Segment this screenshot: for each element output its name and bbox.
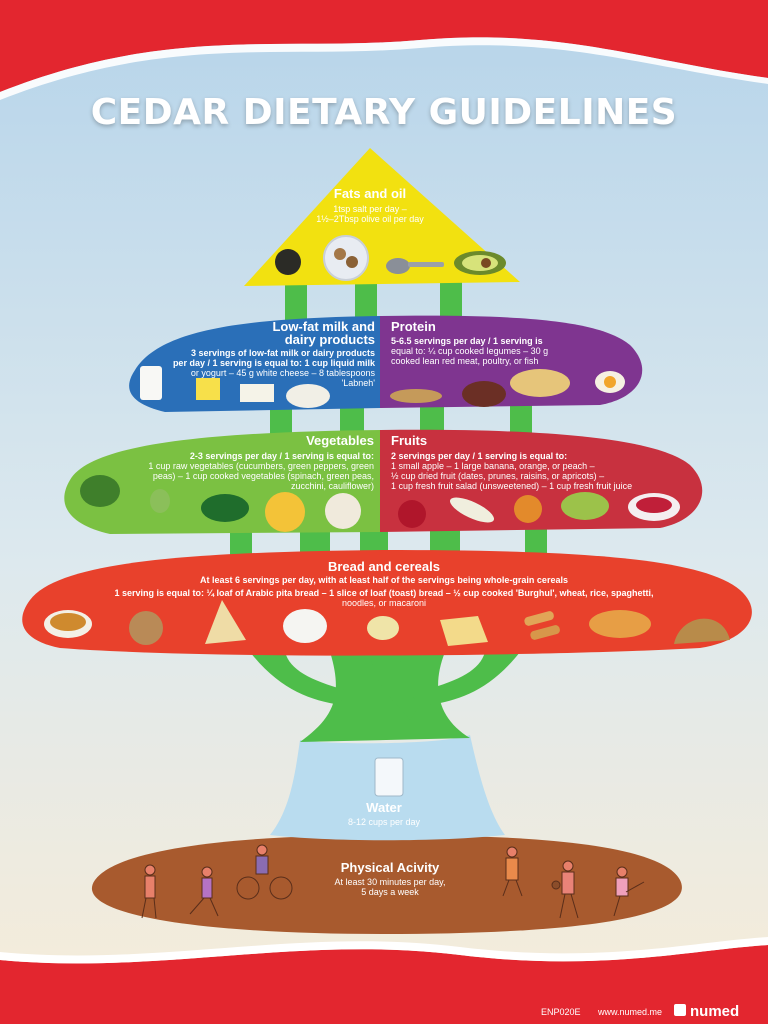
basketball-player-icon: [551, 860, 579, 919]
top-wave-stripe: [0, 37, 768, 100]
soccer-player-icon: [613, 866, 645, 917]
water-glass-icon: [374, 757, 404, 797]
fruits-title: Fruits: [391, 433, 428, 448]
green-peas-icon: [80, 475, 120, 507]
bottom-wave-stripe: [0, 937, 768, 964]
footer-code: ENP020E: [541, 1007, 581, 1017]
fruits-line-3: ½ cup dried fruit (dates, prunes, raisin…: [391, 471, 605, 481]
dairy-line-1: 3 servings of low-fat milk or dairy prod…: [190, 348, 375, 358]
spaghetti-icon: [367, 616, 399, 640]
protein-line-2: equal to: ¼ cup cooked legumes – 30 g: [391, 346, 549, 356]
nuts-bowl-icon: [323, 235, 369, 281]
toast-icon: [440, 616, 488, 646]
strawberries-icon: [398, 500, 426, 528]
olives-icon: [275, 249, 301, 275]
activity-figures: [141, 844, 645, 919]
fruits-line-1: 2 servings per day / 1 serving is equal …: [391, 451, 568, 461]
bread-title: Bread and cereals: [327, 559, 440, 574]
milk-glass-icon: [140, 366, 162, 400]
bread-foods: [44, 600, 730, 646]
protein-foods: [390, 369, 625, 407]
poster-title: CEDAR DIETARY GUIDELINES: [90, 92, 678, 133]
dairy-title-2: dairy products: [284, 332, 375, 347]
soil-band: [91, 835, 682, 934]
protein-line-3: cooked lean red meat, poultry, or fish: [391, 356, 539, 366]
vegetable-foods: [80, 475, 361, 532]
vegetables-title: Vegetables: [306, 433, 374, 448]
bottom-wave: [0, 945, 768, 1024]
labneh-bowl-icon: [286, 384, 330, 408]
vegetables-line-1: 2-3 servings per day / 1 serving is equa…: [189, 451, 374, 461]
bread-roll-icon: [589, 610, 651, 638]
activity-title: Physical Acivity: [340, 860, 440, 875]
pita-icon: [205, 600, 246, 644]
vegetables-line-4: zucchini, cauliflower): [290, 481, 374, 491]
fats-line-2: 1½–2Tbsp olive oil per day: [316, 214, 424, 224]
white-cheese-icon: [240, 384, 274, 402]
numed-logo-icon: [674, 1004, 686, 1016]
banana-icon: [449, 497, 495, 523]
tennis-player-icon: [502, 846, 523, 897]
legumes-icon: [390, 389, 442, 403]
protein-line-1: 5-6.5 servings per day / 1 serving is: [391, 336, 543, 346]
spinach-icon: [201, 494, 249, 522]
fruits-line-2: 1 small apple – 1 large banana, orange, …: [391, 461, 595, 471]
fruits-line-4: 1 cup fresh fruit salad (unsweetened) – …: [391, 481, 633, 491]
green-pepper-icon: [150, 489, 170, 513]
bread-line-2: 1 serving is equal to: ¼ loaf of Arabic …: [114, 588, 654, 598]
apricot-icon: [514, 495, 542, 523]
fats-title: Fats and oil: [333, 186, 407, 201]
volleyball-player-icon: [141, 864, 157, 919]
water-title: Water: [366, 800, 402, 815]
vegetables-line-2: 1 cup raw vegetables (cucumbers, green p…: [148, 461, 374, 471]
dairy-foods: [140, 366, 330, 408]
spoon-icon: [386, 258, 410, 274]
water-line-1: 8-12 cups per day: [347, 817, 421, 827]
top-wave: [0, 0, 768, 92]
fish-icon: [510, 369, 570, 397]
pear-icon: [561, 492, 609, 520]
dairy-line-4: 'Labneh': [341, 378, 375, 388]
fats-line-1: 1tsp salt per day –: [333, 204, 407, 214]
bread-tier: [22, 550, 752, 656]
fats-foods: [275, 235, 506, 281]
runner-icon: [189, 866, 219, 917]
bread-line-3: noodles, or macaroni: [341, 598, 427, 608]
footer-url[interactable]: www.numed.me: [598, 1007, 663, 1017]
zucchini-icon: [265, 492, 305, 532]
protein-title: Protein: [391, 319, 436, 334]
footer-brand: numed: [690, 1003, 740, 1020]
dairy-line-3: or yogurt – 45 g white cheese – 8 tables…: [190, 368, 375, 378]
bread-line-1: At least 6 servings per day, with at lea…: [200, 575, 568, 585]
flatbread-icon: [674, 618, 730, 644]
activity-line-1: At least 30 minutes per day,: [334, 877, 446, 887]
cyclist-icon: [236, 844, 293, 900]
dairy-line-2: per day / 1 serving is equal to: 1 cup l…: [172, 358, 375, 368]
breadsticks-icon: [524, 611, 554, 626]
protein-tier: [380, 315, 643, 408]
meat-icon: [462, 381, 506, 407]
wheat-icon: [129, 611, 163, 645]
fruit-foods: [398, 492, 680, 528]
activity-line-2: 5 days a week: [361, 887, 419, 897]
cauliflower-icon: [325, 493, 361, 529]
cheese-icon: [196, 378, 220, 400]
dairy-title-1: Low-fat milk and: [272, 319, 375, 334]
vegetables-line-3: peas) – 1 cup cooked vegetables (spinach…: [152, 471, 374, 481]
fats-tier: [244, 148, 520, 286]
rice-icon: [283, 609, 327, 643]
